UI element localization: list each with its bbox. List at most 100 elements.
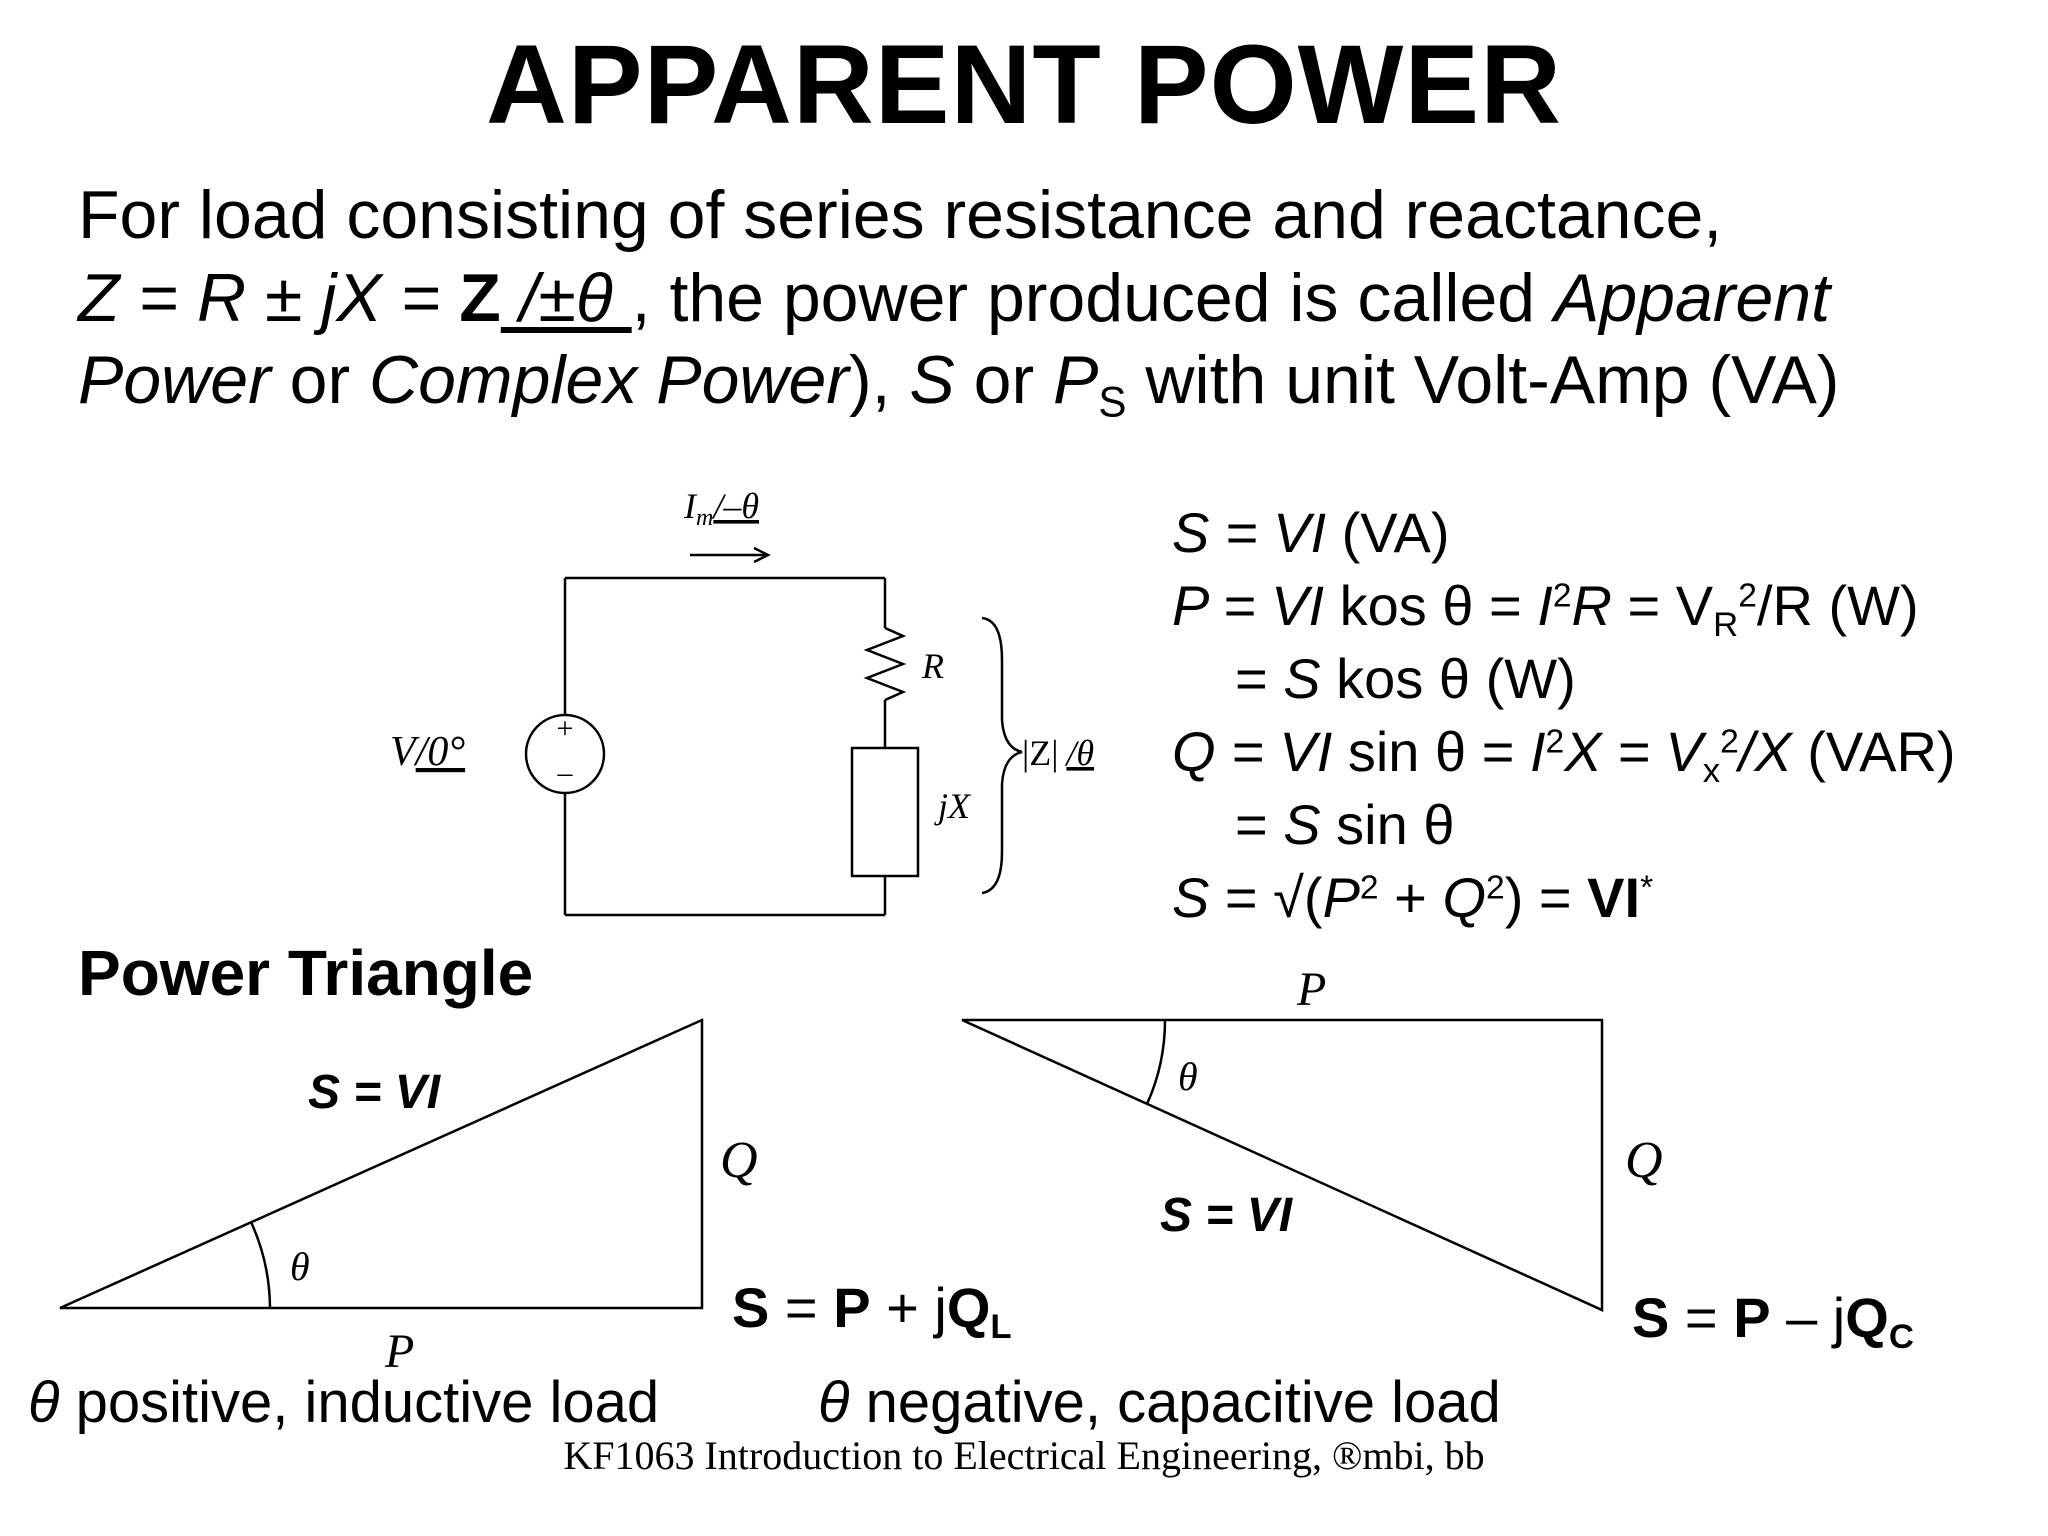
eq4-voltage: = V: [1601, 720, 1703, 783]
eq4-unit: (VAR): [1791, 720, 1956, 783]
equation-reactive-power: Q = VI sin θ = I2X = Vx2/X (VAR): [1172, 719, 1956, 788]
impedance-angle: /±θ: [500, 260, 632, 336]
inductive-result-s: S: [732, 1276, 770, 1339]
source-label: V/0°: [390, 729, 465, 775]
inductive-result-j: + j: [870, 1276, 947, 1339]
inductive-result-p: P: [833, 1276, 871, 1339]
eq3-s: S: [1283, 647, 1321, 710]
capacitive-result-s: S: [1632, 1286, 1670, 1349]
resistor-symbol: [863, 626, 907, 702]
eq4-voltage-exp: 2: [1720, 723, 1739, 761]
eq6-vi: VI: [1587, 866, 1641, 929]
term-apparent: Apparent: [1553, 260, 1830, 336]
intro-line-1: For load consisting of series resistance…: [78, 177, 1723, 253]
eq2-current-exp: 2: [1552, 577, 1572, 615]
symbol-p: P: [1053, 342, 1099, 418]
inductive-result-q: Q: [946, 1276, 991, 1339]
caption-capacitive-theta: θ: [818, 1370, 850, 1435]
eq3-tail: kos θ (W): [1320, 647, 1576, 710]
eq6-p: P: [1322, 866, 1360, 929]
impedance-label: |Z|/θ: [1022, 733, 1094, 773]
eq2-voltage-sub: R: [1713, 606, 1739, 645]
eq2-tail: /R (W): [1756, 574, 1919, 637]
intro-or-2: or: [954, 342, 1053, 418]
eq4-lhs: Q = VI: [1172, 720, 1333, 783]
source-plus-sign: +: [557, 712, 574, 745]
eq5-tail: sin θ: [1320, 793, 1455, 856]
angle-arc-inductive: [249, 1221, 272, 1309]
intro-text: , the power produced is called: [631, 260, 1554, 336]
source-minus-sign: –: [557, 756, 574, 789]
eq2-kos: kos θ =: [1324, 574, 1538, 637]
q-label-capacitive: Q: [1625, 1132, 1663, 1189]
reactance-label: jX: [934, 786, 972, 826]
capacitive-result: S = P – jQC: [1632, 1285, 1914, 1354]
inductive-result: S = P + jQL: [732, 1275, 1012, 1344]
eq3-equals: =: [1235, 647, 1284, 710]
inductive-result-sub: L: [990, 1308, 1012, 1347]
eq4-current-exp: 2: [1545, 723, 1565, 761]
footer: KF1063 Introduction to Electrical Engine…: [563, 1433, 1485, 1478]
eq2-current: I: [1537, 574, 1553, 637]
symbol-p-subscript: S: [1098, 378, 1127, 426]
capacitive-result-eq: =: [1669, 1286, 1734, 1349]
angle-arc-capacitive: [1145, 1019, 1167, 1105]
eq4-reactance: X: [1564, 720, 1602, 783]
capacitive-result-j: – j: [1770, 1286, 1846, 1349]
capacitive-result-sub: C: [1888, 1318, 1914, 1357]
capacitive-result-p: P: [1733, 1286, 1771, 1349]
triangle-capacitive-outline: [961, 1018, 1604, 1312]
eq1-unit: (VA): [1326, 501, 1450, 564]
caption-inductive: θ positive, inductive load: [28, 1368, 659, 1438]
theta-label-inductive: θ: [290, 1244, 310, 1289]
eq4-voltage-sub: x: [1702, 752, 1721, 791]
impedance-magnitude: Z: [459, 260, 501, 336]
p-label-capacitive: P: [1296, 963, 1326, 1016]
impedance-equation: Z = R ± jX =: [78, 260, 460, 336]
capacitive-result-q: Q: [1845, 1286, 1889, 1349]
equation-reactive-power-alt: = S sin θ: [1235, 792, 1454, 858]
eq6-s: S: [1172, 866, 1210, 929]
intro-or: or: [270, 342, 369, 418]
symbol-s: S: [909, 342, 955, 418]
equation-real-power-alt: = S kos θ (W): [1235, 646, 1576, 712]
power-triangle-heading: Power Triangle: [78, 937, 534, 1009]
p-label-inductive: P: [384, 1325, 414, 1378]
voltage-source: [524, 713, 606, 795]
eq4-sin: sin θ =: [1332, 720, 1530, 783]
eq2-lhs: P = VI: [1172, 574, 1325, 637]
hypotenuse-label-inductive: S = VI: [308, 1066, 441, 1119]
eq6-plus: +: [1378, 866, 1443, 929]
term-power: Power: [78, 342, 271, 418]
eq6-sqrt: = √(: [1209, 866, 1323, 929]
intro-close: ),: [848, 342, 910, 418]
eq6-q: Q: [1442, 866, 1486, 929]
eq4-current: I: [1529, 720, 1546, 783]
intro-unit: with unit Volt-Amp (VA): [1126, 342, 1840, 418]
caption-capacitive: θ negative, capacitive load: [818, 1368, 1501, 1438]
resistor-label: R: [921, 646, 944, 686]
triangle-inductive-outline: [59, 1018, 704, 1310]
inductive-result-eq: =: [769, 1276, 834, 1339]
eq6-p-exp: 2: [1359, 869, 1379, 907]
eq2-resistance: R: [1571, 574, 1612, 637]
current-label: Im/–θ: [683, 486, 759, 531]
caption-capacitive-text: negative, capacitive load: [849, 1370, 1501, 1435]
intro-line-3: Power or Complex Power), S or PS with un…: [78, 340, 1840, 423]
impedance-brace: [981, 616, 1023, 895]
eq2-voltage-exp: 2: [1738, 577, 1757, 615]
eq5-s: S: [1283, 793, 1321, 856]
equation-real-power: P = VI kos θ = I2R = VR2/R (W): [1172, 573, 1919, 642]
equation-magnitude: S = √(P2 + Q2) = VI*: [1172, 865, 1653, 931]
eq6-equals: ) =: [1504, 866, 1588, 929]
eq5-equals: =: [1235, 793, 1284, 856]
intro-line-2: Z = R ± jX = Z /±θ , the power produced …: [78, 258, 1830, 338]
eq1-lhs: S = VI: [1172, 501, 1327, 564]
equation-apparent-power: S = VI (VA): [1172, 500, 1450, 566]
eq6-q-exp: 2: [1486, 869, 1505, 907]
eq4-over-x: /X: [1738, 720, 1792, 783]
